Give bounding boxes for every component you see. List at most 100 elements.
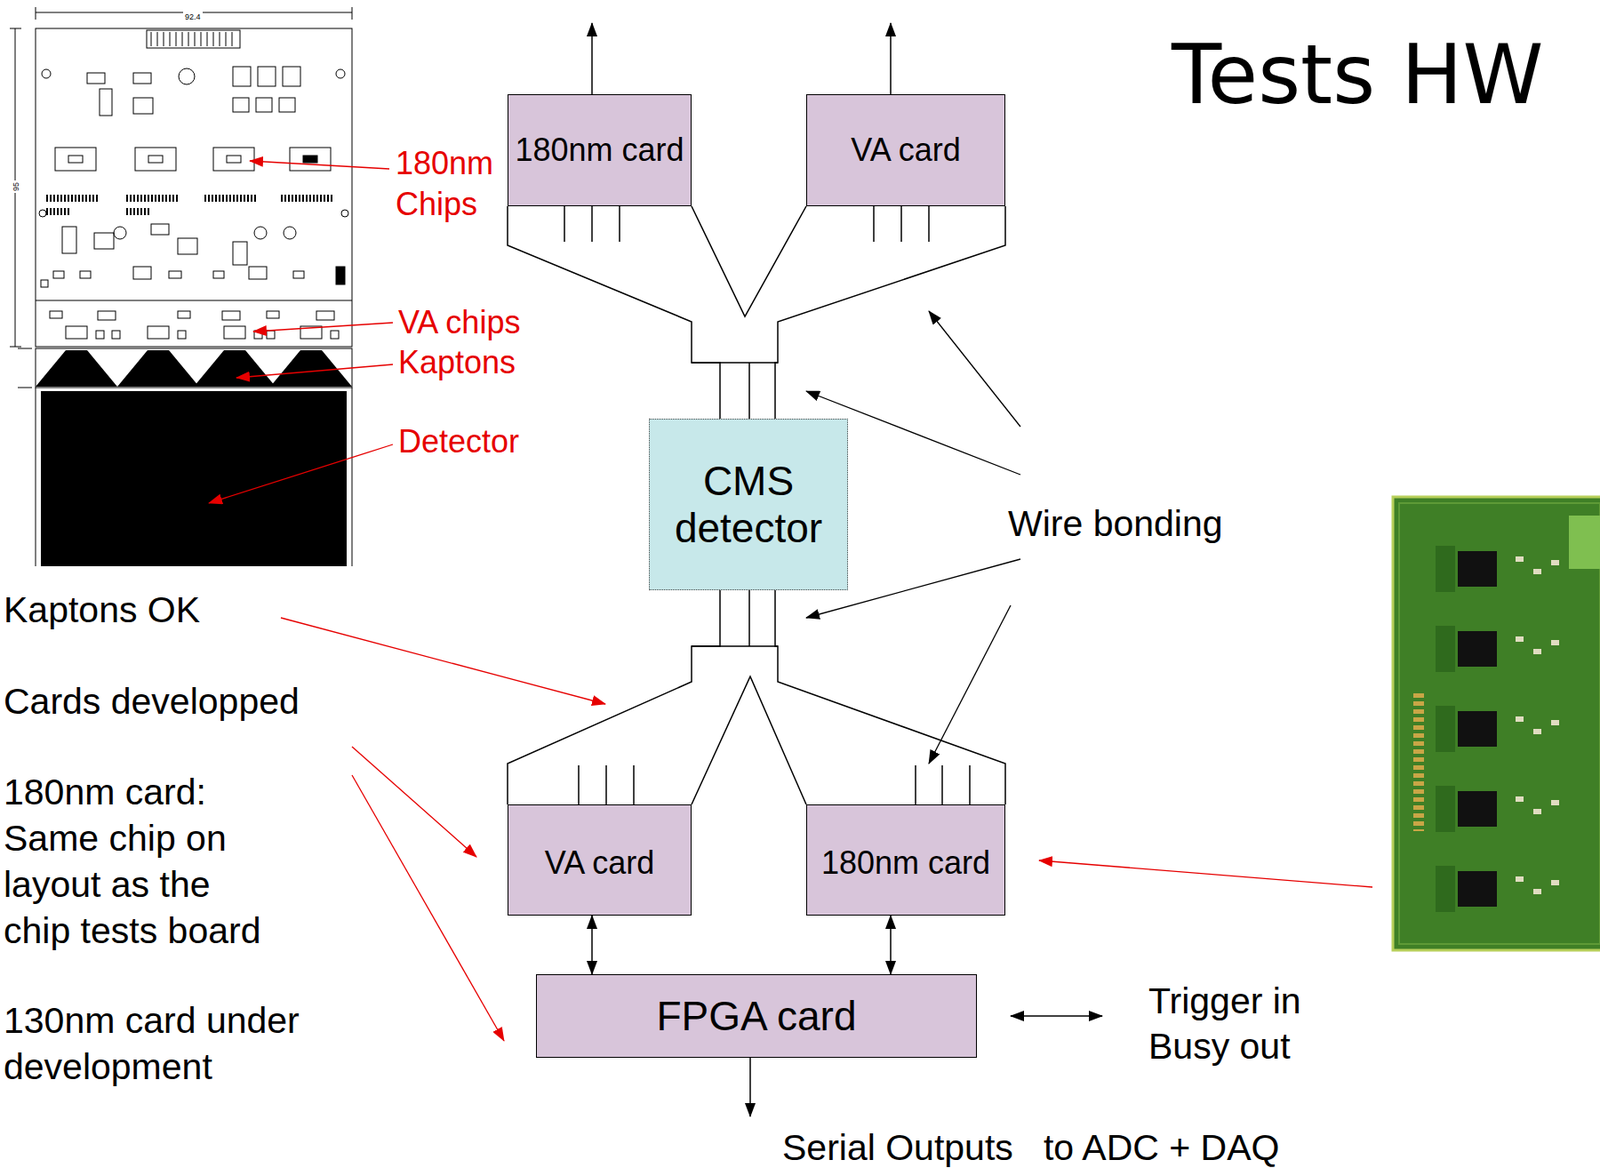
- smd-part: [40, 280, 48, 288]
- va-chip: [177, 330, 186, 339]
- board-edge: [35, 300, 352, 302]
- red-leader-line: [249, 160, 390, 169]
- va-chip: [112, 330, 120, 339]
- board-outline: [35, 28, 352, 347]
- note: Kaptons OK: [3, 586, 200, 633]
- smd-part: [316, 311, 335, 320]
- board-photo-chip: [1457, 631, 1497, 667]
- part-label: 180nm Chips: [395, 143, 504, 225]
- dimension-tick: [35, 7, 37, 20]
- dimension-tick: [352, 7, 353, 20]
- label-box: 180nm card: Same chip on layout as the c…: [3, 768, 271, 954]
- signal-label: Trigger in Busy out: [1148, 978, 1331, 1070]
- resistor-array: [126, 208, 152, 216]
- red-leader-line: [236, 364, 393, 378]
- ic-package: [256, 97, 272, 112]
- box-label: 180nm card: [821, 844, 991, 881]
- board-photo-chip: [1435, 545, 1456, 592]
- board-photo-base: [1392, 496, 1600, 951]
- dimension-tick: [17, 387, 32, 389]
- ic-package: [232, 66, 251, 87]
- trimmer: [178, 68, 195, 85]
- title-box: Tests HW: [1171, 30, 1544, 120]
- red-leader-line: [253, 322, 393, 332]
- board-photo-part: [1551, 640, 1560, 646]
- board-edge: [35, 387, 37, 567]
- annotation: Wire bonding: [1008, 500, 1224, 547]
- label-box: 95: [6, 180, 23, 193]
- va-chip: [330, 330, 339, 339]
- ic-package: [151, 224, 169, 235]
- detector-sensor: [40, 391, 347, 567]
- part-label: VA chips: [398, 302, 520, 344]
- ic-package: [177, 238, 198, 255]
- dimension-tick: [9, 346, 22, 348]
- board-photo-trace: [1399, 503, 1600, 944]
- kapton-outline: [691, 676, 807, 805]
- mount-hole: [41, 69, 51, 79]
- resistor-array: [126, 194, 178, 202]
- dimension: 92.4: [183, 11, 203, 23]
- box-label: CMS detector: [659, 457, 838, 552]
- label-box: Cards developped: [3, 678, 300, 725]
- smd-part: [80, 271, 91, 279]
- red-leader-line: [208, 160, 1373, 1041]
- ic-package: [232, 97, 249, 112]
- board-photo-chip: [1457, 791, 1497, 827]
- mount-hole: [336, 69, 345, 79]
- board-photo-chip: [1457, 551, 1497, 587]
- kapton-band: [35, 348, 352, 388]
- chip-180nm: [135, 147, 176, 171]
- va-chip: [224, 326, 246, 339]
- smd-part: [222, 311, 240, 320]
- card-box: 180nm card: [806, 804, 1006, 916]
- connector: [146, 30, 240, 48]
- note: Cards developped: [3, 678, 300, 725]
- board-photo-part: [1515, 716, 1524, 722]
- trimmer: [113, 226, 127, 240]
- label-box: Detector: [398, 421, 520, 463]
- smd-part: [168, 271, 182, 279]
- smd-part: [53, 271, 64, 279]
- kapton-fanout: [35, 350, 352, 387]
- ic-package: [257, 66, 276, 87]
- smd-part: [293, 271, 304, 279]
- kapton-fanout: [35, 350, 118, 387]
- smd-part: [336, 266, 345, 285]
- slide-title: Tests HW: [1171, 30, 1544, 120]
- va-chip: [266, 330, 275, 339]
- smd-part: [97, 311, 116, 320]
- smd-part: [213, 271, 224, 279]
- trimmer: [254, 226, 267, 240]
- box-label: VA card: [850, 131, 960, 168]
- red-leader-line: [208, 444, 393, 504]
- dimension: 95: [10, 180, 22, 193]
- signal-label: Serial Outputs to ADC + DAQ: [782, 1127, 1280, 1168]
- fpga-box: FPGA card: [536, 974, 977, 1058]
- resistor-array: [46, 208, 72, 216]
- label-box: 92.4: [183, 7, 203, 24]
- chip-180nm: [213, 147, 255, 171]
- board-photo-part: [1515, 636, 1524, 642]
- box-label: FPGA card: [656, 992, 857, 1040]
- board-photo-chip: [1435, 865, 1456, 912]
- smd-part: [49, 311, 63, 319]
- board-photo-part: [1533, 808, 1542, 815]
- chip-180nm: [303, 155, 318, 163]
- board-photo-part: [1515, 796, 1524, 802]
- edge-connector: [1413, 693, 1424, 832]
- wire-bond: [564, 188, 970, 822]
- connector: [775, 206, 1006, 419]
- resistor-array: [280, 194, 333, 202]
- chip-180nm: [55, 147, 96, 171]
- note: 130nm card under development: [3, 997, 311, 1090]
- va-chip: [96, 330, 104, 339]
- board-photo: [1392, 496, 1600, 951]
- label-box: 130nm card under development: [3, 997, 311, 1090]
- ic-package: [62, 66, 301, 265]
- label-box: Serial Outputs to ADC + DAQ: [782, 1127, 1280, 1168]
- label-box: Trigger in Busy out: [1148, 978, 1331, 1070]
- connector: [591, 915, 593, 975]
- smd-part: [266, 311, 280, 319]
